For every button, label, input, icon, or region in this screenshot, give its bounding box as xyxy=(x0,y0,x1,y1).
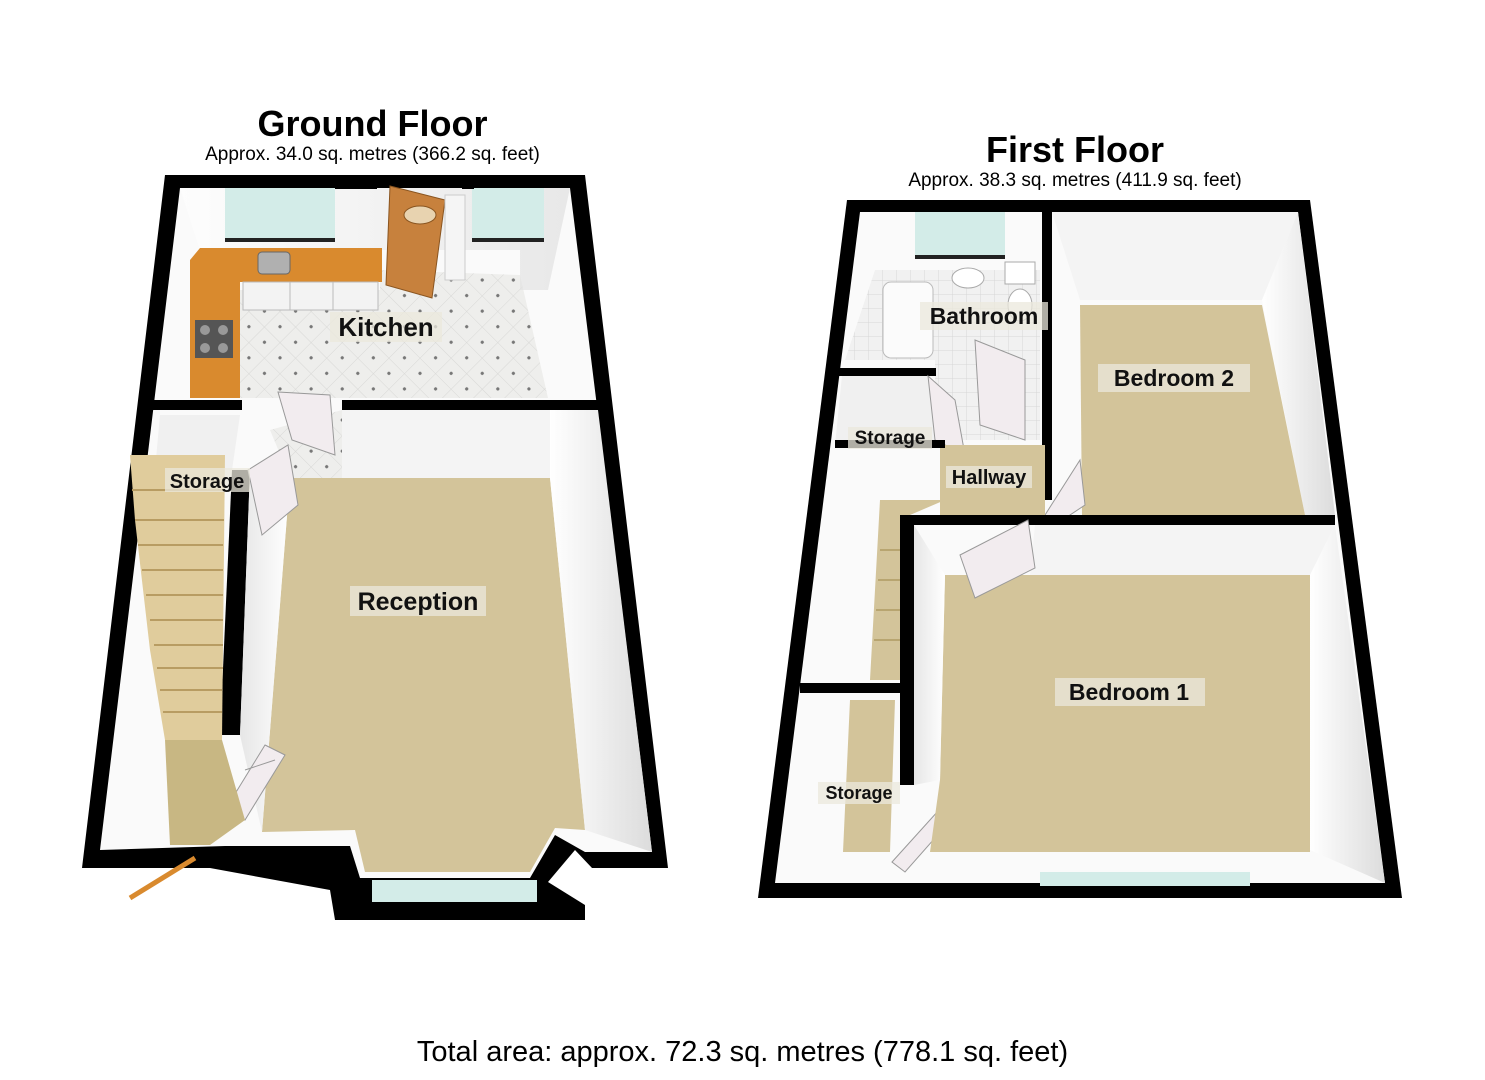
bedroom2-back-wall xyxy=(1052,212,1298,300)
first-floor-heading: First Floor Approx. 38.3 sq. metres (411… xyxy=(860,130,1290,192)
bedroom1-top-wall xyxy=(905,515,1335,525)
bedroom1-left-wall xyxy=(914,525,945,785)
bathroom-door xyxy=(974,339,1026,441)
bathroom-label: Bathroom xyxy=(930,303,1039,329)
ground-floor-area: Approx. 34.0 sq. metres (366.2 sq. feet) xyxy=(205,144,540,165)
bedroom2-floor xyxy=(1080,305,1305,515)
kitchen-reception-wall xyxy=(342,400,598,410)
ground-floor-heading: Ground Floor Approx. 34.0 sq. metres (36… xyxy=(160,104,585,166)
reception-back-wall xyxy=(290,410,550,478)
first-floor-plan: Bathroom Bedroom 2 Storage Hallway Bedro… xyxy=(758,200,1402,898)
bathroom-window xyxy=(915,212,1005,257)
first-floor-area: Approx. 38.3 sq. metres (411.9 sq. feet) xyxy=(908,170,1242,191)
lower-storage-floor xyxy=(843,700,895,852)
kitchen-tall-unit xyxy=(444,194,466,281)
bedroom1-right-wall xyxy=(1310,525,1385,883)
reception-bay-window xyxy=(372,880,537,902)
first-floor-stairs xyxy=(870,500,945,680)
front-door-open xyxy=(128,855,197,901)
toilet xyxy=(1004,261,1036,285)
kitchen-label: Kitchen xyxy=(338,312,433,342)
lower-storage-label: Storage xyxy=(825,783,892,803)
bedroom1-floor xyxy=(930,575,1310,852)
landing-partition xyxy=(900,515,914,785)
hob xyxy=(195,320,233,358)
sink xyxy=(257,251,291,275)
reception-door xyxy=(277,391,336,456)
ground-floor-plan: Kitchen Reception Storage xyxy=(82,175,668,920)
kitchen-window-left xyxy=(225,188,335,240)
kitchen-window-right xyxy=(472,188,544,240)
first-floor-title: First Floor xyxy=(986,129,1164,170)
ground-floor-stairs xyxy=(130,455,225,740)
kitchen-worktop xyxy=(190,248,382,398)
bedroom1-back-wall xyxy=(1030,525,1335,575)
upper-storage-label: Storage xyxy=(855,428,926,449)
reception-right-wall xyxy=(550,410,652,852)
bedroom1-door xyxy=(959,519,1036,599)
hallway-label: Hallway xyxy=(952,467,1027,489)
bedroom2-label: Bedroom 2 xyxy=(1114,365,1234,391)
bedroom1-window xyxy=(1040,872,1250,886)
ground-hall-floor xyxy=(165,740,245,845)
cabinets xyxy=(242,281,379,311)
basin xyxy=(951,267,985,289)
reception-floor xyxy=(262,478,585,872)
bedroom2-right-wall xyxy=(1262,212,1335,515)
upper-storage-wall xyxy=(836,368,936,376)
storage-door xyxy=(247,444,299,536)
reception-label: Reception xyxy=(358,588,479,616)
bedroom1-label: Bedroom 1 xyxy=(1069,679,1189,705)
total-area: Total area: approx. 72.3 sq. metres (778… xyxy=(416,1036,1069,1068)
lower-storage-wall xyxy=(800,683,900,693)
ground-storage-label: Storage xyxy=(170,471,244,493)
ground-floor-title: Ground Floor xyxy=(257,103,488,144)
bathroom-bedroom2-wall xyxy=(1042,200,1052,500)
